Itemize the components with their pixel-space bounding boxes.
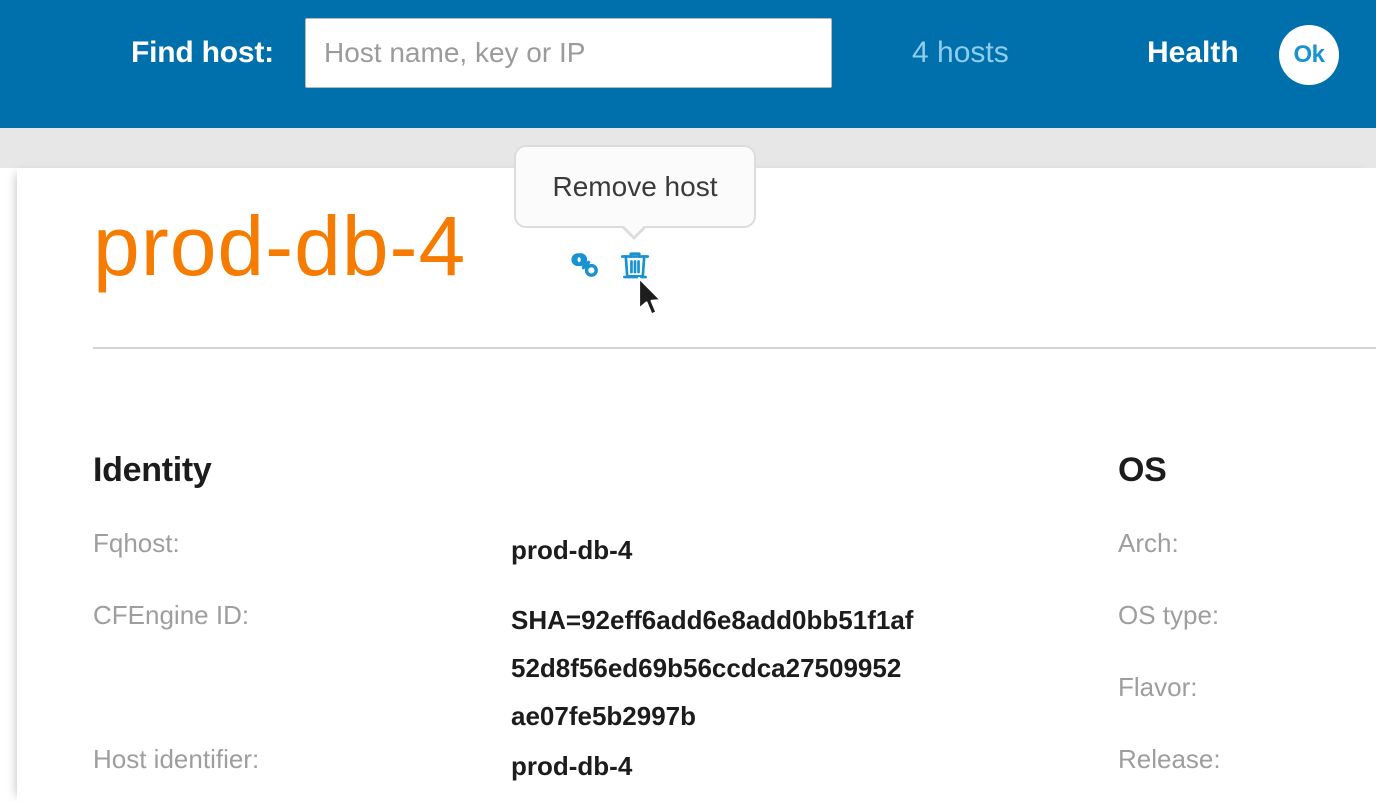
fqhost-value: prod-db-4 xyxy=(511,535,633,565)
os-section-heading: OS xyxy=(1118,451,1167,489)
tooltip-text: Remove host xyxy=(552,170,718,202)
host-identifier-value: prod-db-4 xyxy=(511,751,633,781)
search-input[interactable] xyxy=(305,18,832,88)
host-identifier-label: Host identifier: xyxy=(93,744,260,774)
health-status-badge[interactable]: Ok xyxy=(1279,25,1339,85)
title-divider xyxy=(93,347,1376,349)
identity-section-heading: Identity xyxy=(93,451,212,489)
cfengine-id-label: CFEngine ID: xyxy=(93,600,250,630)
find-host-label: Find host: xyxy=(131,36,274,69)
link-icon[interactable] xyxy=(569,248,603,282)
host-detail-panel: prod-db-4 Identity Fqhost: prod-db-4 CFE… xyxy=(17,168,1376,802)
remove-host-tooltip: Remove host xyxy=(514,145,756,240)
page-title: prod-db-4 xyxy=(93,199,467,293)
health-label: Health xyxy=(1147,36,1239,69)
flavor-label: Flavor: xyxy=(1118,672,1198,702)
fqhost-label: Fqhost: xyxy=(93,528,180,558)
arch-label: Arch: xyxy=(1118,528,1179,558)
cfengine-id-value: SHA=92eff6add6e8add0bb51f1af 52d8f56ed69… xyxy=(511,605,914,731)
os-type-label: OS type: xyxy=(1118,600,1220,630)
health-status-text: Ok xyxy=(1293,41,1325,68)
tooltip-arrow-fill xyxy=(622,224,646,236)
release-label: Release: xyxy=(1118,744,1221,774)
host-count-label[interactable]: 4 hosts xyxy=(912,36,1009,69)
trash-icon[interactable] xyxy=(618,248,652,282)
top-header-bar: Find host: 4 hosts Health Ok xyxy=(0,0,1376,128)
